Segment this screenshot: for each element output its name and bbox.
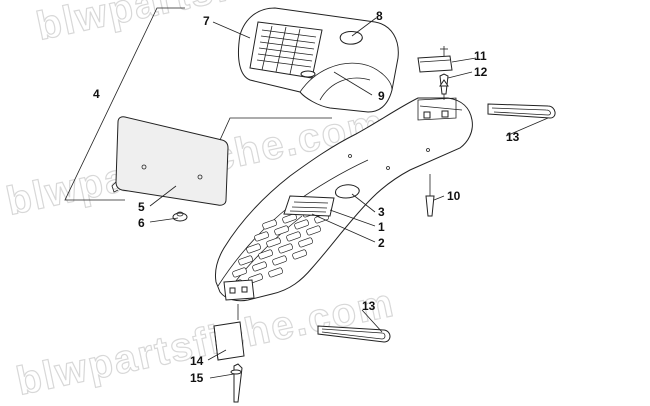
- callout-13-upper: 13: [506, 130, 520, 144]
- callout-3: 3: [378, 205, 385, 219]
- callout-9: 9: [378, 89, 385, 103]
- callout-1: 1: [378, 220, 385, 234]
- callout-8: 8: [376, 9, 383, 23]
- decal-2-shape: [283, 195, 335, 217]
- callout-12: 12: [474, 65, 488, 79]
- label-text-lines: [256, 25, 317, 75]
- callout-2: 2: [378, 236, 385, 250]
- callout-6: 6: [138, 216, 145, 230]
- callout-13-lower: 13: [362, 299, 376, 313]
- bracket-4: [64, 7, 185, 201]
- callout-7: 7: [203, 14, 210, 28]
- foam-pad: [111, 116, 229, 206]
- pin-10: [425, 174, 435, 217]
- hairpin-upper: [487, 103, 556, 119]
- watermark-bottom: blwpartsfiche.com: [13, 281, 399, 404]
- hinge-lower: [213, 279, 255, 403]
- callout-14: 14: [190, 354, 204, 368]
- decal-8-shape: [339, 31, 363, 45]
- hinge-upper: [417, 46, 457, 121]
- callout-11: 11: [474, 49, 487, 63]
- hairpin-lower: [317, 325, 391, 343]
- callout-10: 10: [447, 189, 461, 203]
- callout-4: 4: [93, 87, 100, 101]
- callout-5: 5: [138, 200, 145, 214]
- fastener-6: [172, 211, 188, 222]
- callout-labels: 1 2 3 4 5 6 7 8 9 10 11 12 13 13 14 15: [93, 9, 520, 385]
- decal-3-shape: [335, 184, 360, 199]
- seat-cushion: [237, 7, 399, 113]
- leader-lines: [149, 17, 549, 379]
- callout-15: 15: [190, 371, 204, 385]
- rear-fender: [215, 97, 473, 302]
